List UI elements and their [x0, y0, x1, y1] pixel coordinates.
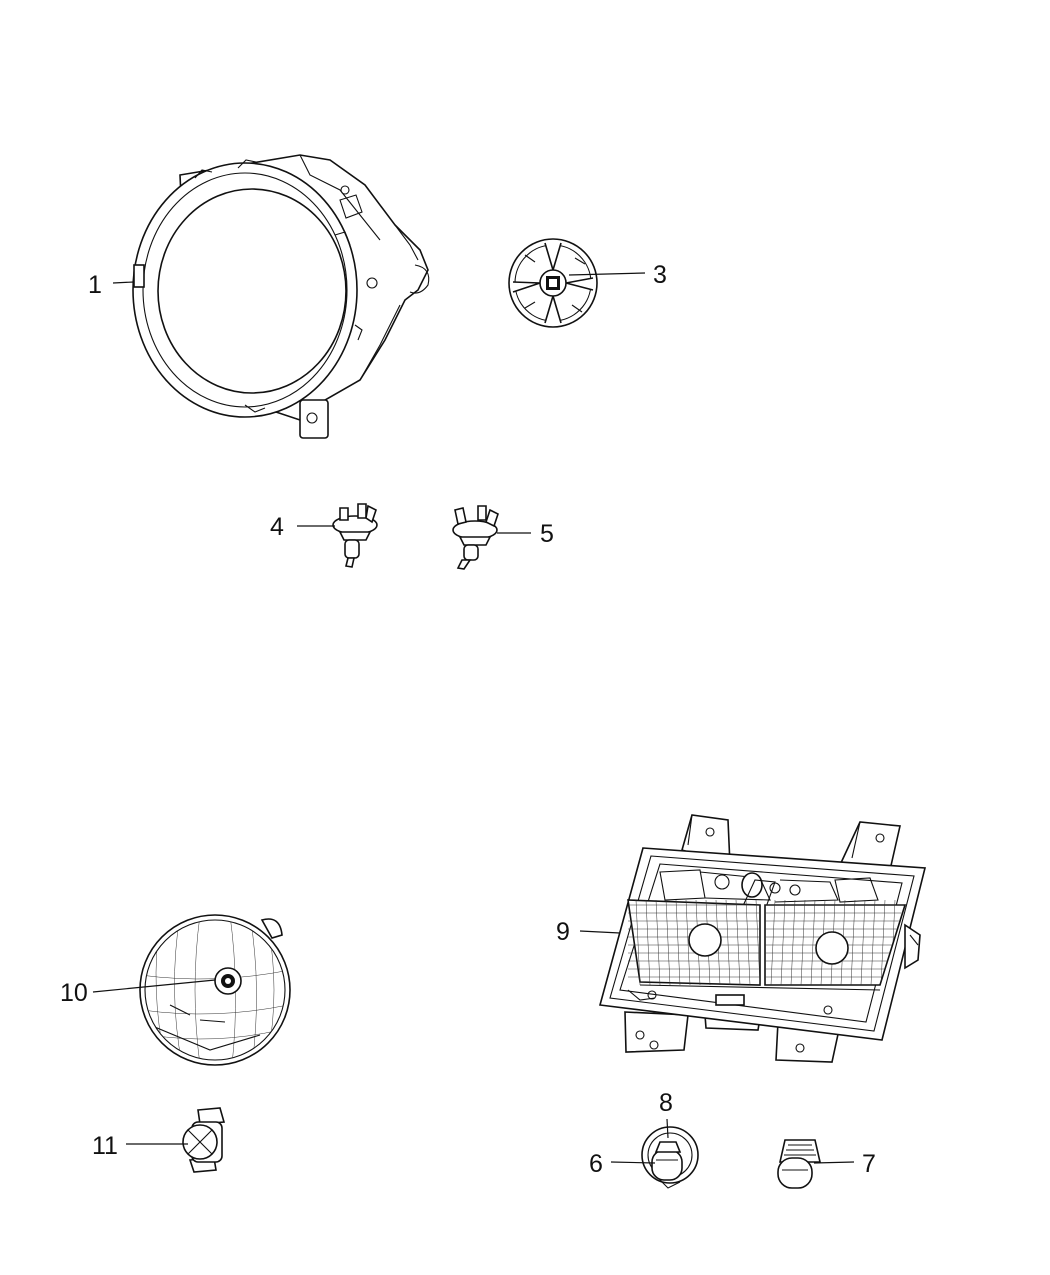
part-5-halogen-bulb: [452, 505, 499, 570]
part-4-halogen-bulb: [332, 503, 378, 568]
callout-6: 6: [589, 1150, 603, 1178]
callout-5: 5: [540, 520, 554, 548]
callout-3: 3: [653, 261, 667, 289]
part-7-bulb-socket: [777, 1139, 822, 1189]
callout-8: 8: [659, 1089, 673, 1117]
callout-10: 10: [60, 979, 88, 1007]
part-9-parking-lamp-housing: [598, 814, 927, 1063]
part-11-bulb: [182, 1107, 226, 1173]
callout-11: 11: [92, 1132, 118, 1160]
callout-7: 7: [862, 1150, 876, 1178]
part-10-sealed-beam-headlamp: [139, 914, 291, 1066]
callout-4: 4: [270, 513, 284, 541]
callout-9: 9: [556, 918, 570, 946]
part-1-headlamp-assembly: [132, 154, 430, 439]
callout-1: 1: [88, 271, 102, 299]
part-3-bulb-cap: [508, 238, 598, 328]
part-6-bulb: [651, 1141, 683, 1181]
leader-lines: [92, 272, 855, 1164]
